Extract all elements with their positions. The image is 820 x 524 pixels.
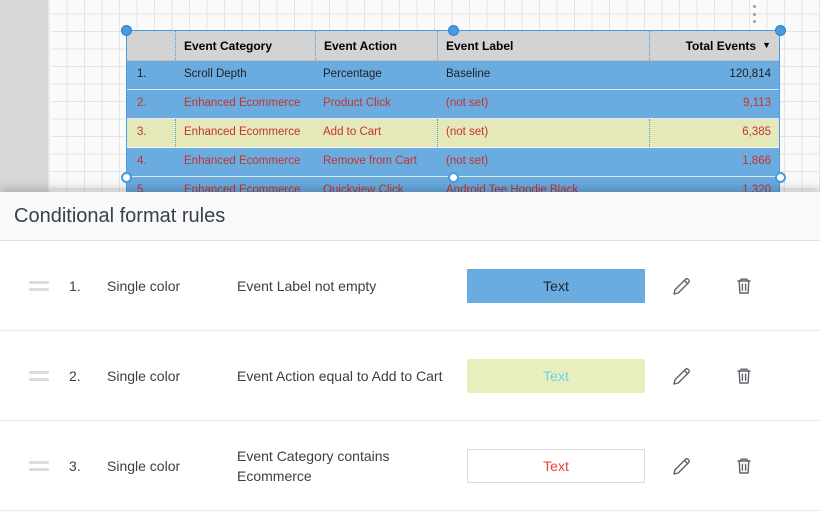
rules-list: 1. Single color Event Label not empty Te… bbox=[0, 241, 820, 511]
cell-event-label: (not set) bbox=[437, 119, 649, 147]
resize-handle-bottom-middle[interactable] bbox=[448, 172, 459, 183]
cell-event-label: Baseline bbox=[446, 68, 491, 81]
column-header-total-events-label: Total Events bbox=[685, 38, 757, 53]
resize-handle-top-left[interactable] bbox=[121, 25, 132, 36]
rule-type: Single color bbox=[107, 367, 181, 384]
trash-icon bbox=[737, 458, 751, 474]
cell-index: 4. bbox=[137, 155, 147, 168]
dialog-title: Conditional format rules bbox=[14, 204, 226, 227]
rule-preview-swatch[interactable]: Text bbox=[467, 358, 645, 393]
rule-number: 3. bbox=[69, 457, 81, 474]
drag-line bbox=[29, 377, 49, 381]
left-rail-shadow bbox=[47, 0, 51, 192]
left-rail bbox=[0, 0, 47, 192]
cell-event-category: Scroll Depth bbox=[184, 68, 247, 81]
resize-handle-bottom-right[interactable] bbox=[775, 172, 786, 183]
column-header-event-label[interactable]: Event Label bbox=[437, 31, 649, 60]
cell-event-category: Enhanced Ecommerce bbox=[184, 97, 301, 110]
cell-total-events: 1,320 bbox=[742, 184, 771, 193]
column-header-event-action[interactable]: Event Action bbox=[315, 31, 437, 60]
table-row[interactable]: 1. Scroll Depth Percentage Baseline 120,… bbox=[127, 61, 779, 90]
drag-handle-icon[interactable] bbox=[29, 280, 59, 291]
rule-row[interactable]: 1. Single color Event Label not empty Te… bbox=[0, 241, 820, 331]
resize-handle-bottom-left[interactable] bbox=[121, 172, 132, 183]
drag-line bbox=[29, 280, 49, 284]
table-row[interactable]: 5. Enhanced Ecommerce Quickview Click An… bbox=[127, 177, 779, 192]
drag-handle-icon[interactable] bbox=[29, 460, 59, 471]
cell-event-category: Enhanced Ecommerce bbox=[184, 155, 301, 168]
dot bbox=[752, 20, 756, 23]
cell-event-label: Android Tee Hoodie Black bbox=[446, 184, 579, 193]
report-canvas: Event Category Event Action Event Label … bbox=[0, 0, 820, 192]
conditional-format-rules-dialog: Conditional format rules 1. Single color… bbox=[0, 192, 820, 524]
table-row[interactable]: 3. Enhanced Ecommerce Add to Cart (not s… bbox=[127, 119, 779, 148]
cell-index: 2. bbox=[137, 97, 147, 110]
trash-icon bbox=[737, 368, 751, 384]
cell-total-events: 6,385 bbox=[649, 119, 779, 147]
pencil-icon bbox=[673, 457, 690, 475]
more-vert-icon[interactable] bbox=[748, 3, 760, 25]
column-header-total-events[interactable]: Total Events ▼ bbox=[649, 31, 779, 60]
edit-rule-button[interactable] bbox=[651, 446, 713, 486]
cell-index: 5. bbox=[137, 184, 147, 193]
cell-event-action: Quickview Click bbox=[323, 184, 404, 193]
drag-handle-icon[interactable] bbox=[29, 370, 59, 381]
delete-rule-button[interactable] bbox=[713, 446, 775, 486]
rule-type: Single color bbox=[107, 457, 181, 474]
rule-type: Single color bbox=[107, 277, 181, 294]
edit-rule-button[interactable] bbox=[651, 356, 713, 396]
cell-event-category: Enhanced Ecommerce bbox=[184, 184, 301, 193]
cell-total-events: 120,814 bbox=[729, 68, 771, 81]
resize-handle-top-right[interactable] bbox=[775, 25, 786, 36]
delete-rule-button[interactable] bbox=[713, 266, 775, 306]
rule-row[interactable]: 2. Single color Event Action equal to Ad… bbox=[0, 331, 820, 421]
data-table-widget[interactable]: Event Category Event Action Event Label … bbox=[126, 30, 780, 192]
table-row[interactable]: 2. Enhanced Ecommerce Product Click (not… bbox=[127, 90, 779, 119]
rule-row[interactable]: 3. Single color Event Category contains … bbox=[0, 421, 820, 511]
pencil-icon bbox=[673, 367, 690, 385]
cell-event-action: Add to Cart bbox=[323, 126, 382, 139]
trash-icon bbox=[737, 278, 751, 294]
column-header-index[interactable] bbox=[127, 31, 175, 60]
cell-index: 3. bbox=[137, 126, 147, 139]
drag-line bbox=[29, 460, 49, 464]
delete-rule-button[interactable] bbox=[713, 356, 775, 396]
cell-event-action: Remove from Cart bbox=[323, 155, 417, 168]
rule-number: 1. bbox=[69, 277, 81, 294]
cell-event-label: (not set) bbox=[446, 155, 489, 168]
rule-preview-swatch[interactable]: Text bbox=[467, 268, 645, 303]
sort-descending-icon[interactable]: ▼ bbox=[762, 40, 771, 50]
cell-total-events: 9,113 bbox=[743, 97, 771, 110]
rule-condition: Event Action equal to Add to Cart bbox=[237, 367, 443, 384]
drag-line bbox=[29, 467, 49, 471]
dot bbox=[752, 12, 756, 16]
column-header-event-category[interactable]: Event Category bbox=[175, 31, 315, 60]
cell-event-action: Product Click bbox=[323, 97, 391, 110]
rule-condition: Event Category contains Ecommerce bbox=[237, 447, 390, 484]
resize-handle-top-middle[interactable] bbox=[448, 25, 459, 36]
cell-total-events: 1,866 bbox=[742, 155, 771, 168]
drag-line bbox=[29, 370, 49, 374]
dialog-header: Conditional format rules bbox=[0, 192, 820, 241]
cell-event-category: Enhanced Ecommerce bbox=[175, 119, 315, 147]
rule-condition: Event Label not empty bbox=[237, 277, 377, 294]
edit-rule-button[interactable] bbox=[651, 266, 713, 306]
rule-number: 2. bbox=[69, 367, 81, 384]
cell-index: 1. bbox=[137, 68, 147, 81]
dot bbox=[752, 5, 756, 8]
rule-preview-swatch[interactable]: Text bbox=[467, 448, 645, 483]
table-header-row: Event Category Event Action Event Label … bbox=[127, 31, 779, 61]
pencil-icon bbox=[673, 277, 690, 295]
cell-event-label: (not set) bbox=[446, 97, 489, 110]
cell-event-action: Percentage bbox=[323, 68, 382, 81]
drag-line bbox=[29, 287, 49, 291]
